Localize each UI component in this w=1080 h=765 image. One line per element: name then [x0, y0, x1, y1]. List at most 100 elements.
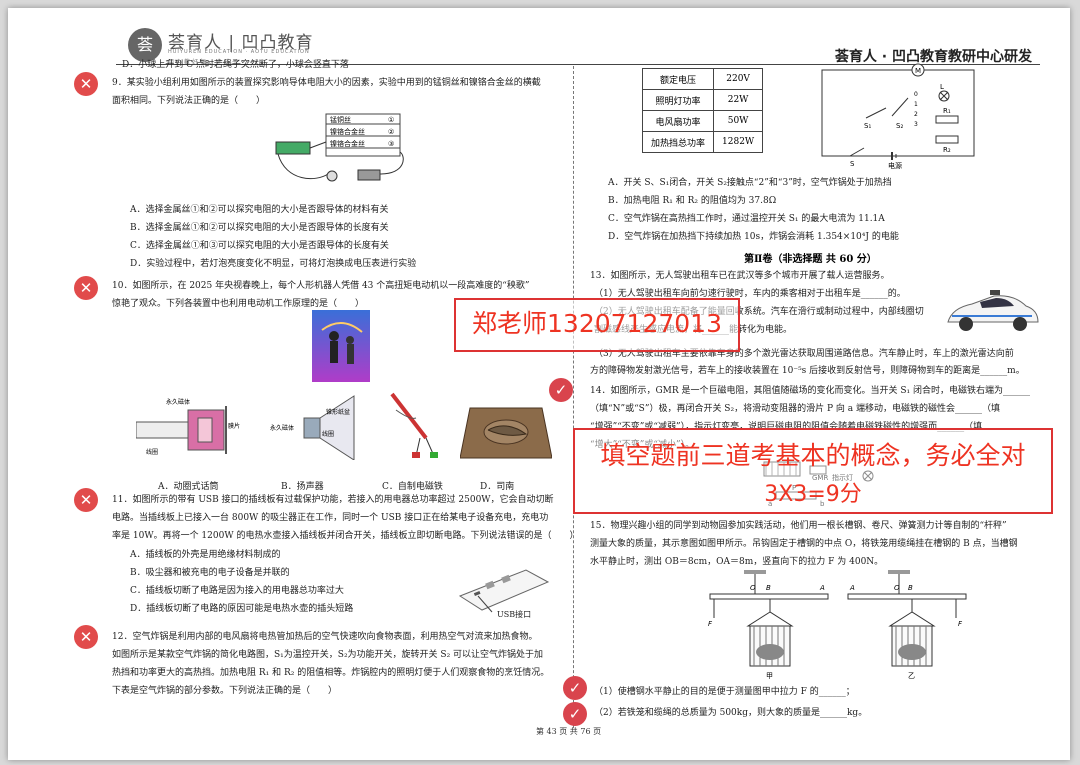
contact-label: 2 [914, 111, 918, 118]
spec-name: 照明灯功率 [641, 89, 715, 111]
q12-option-a: A．开关 S、S₁闭合，开关 S₂接触点“2”和“3”时，空气炸锅处于加热挡 [608, 178, 892, 188]
q11-text-line3: 率是 10W。再将一个 1200W 的电热水壶接入插线板并闭合开关，插线板立即切… [112, 531, 579, 541]
teacher-note-line2: 3X3=9分 [764, 482, 862, 507]
contact-label: 3 [914, 121, 918, 128]
q11-option-a: A．插线板的外壳是用绝缘材料制成的 [130, 550, 281, 560]
dynamic-microphone-figure: 永久磁体 线圈 膜片 [136, 398, 240, 456]
q12-option-c: C．空气炸锅在高热挡工作时，通过温控开关 S₁ 的最大电流为 11.1A [608, 214, 885, 224]
wrong-mark-icon: ✕ [74, 72, 98, 96]
spec-value: 220V [713, 68, 764, 90]
robotaxi-car-figure [947, 290, 1039, 331]
wrong-mark-icon: ✕ [74, 625, 98, 649]
q11-text-line2: 电路。当插线板上已接入一台 800W 的吸尘器正在工作，同时一个 USB 接口正… [112, 513, 549, 523]
switch-label: S [850, 160, 855, 168]
wire-number: ② [388, 128, 394, 136]
air-fryer-circuit-figure: M L S₁ S₂ 0 1 2 3 R₁ R₂ S 电源 [821, 63, 975, 170]
usb-power-strip-figure [458, 569, 550, 613]
wire-label: 锰铜丝 [330, 115, 351, 124]
column-divider [573, 66, 574, 728]
lever-figure-a: O B A F 甲 [708, 570, 829, 680]
teacher-note-box: 填空题前三道考基本的概念，务必全对 3X3=9分 [573, 428, 1053, 514]
wrong-mark-icon: ✕ [74, 276, 98, 300]
robot-dance-photo [312, 310, 370, 382]
q11-option-c: C．插线板切断了电路是因为接入的用电器总功率过大 [130, 586, 344, 596]
spec-name: 额定电压 [641, 68, 715, 90]
q15-part2: （2）若铁笼和缆绳的总质量为 500kg，则大象的质量是______kg。 [594, 708, 868, 718]
correct-mark-icon: ✓ [563, 702, 587, 726]
electromagnet-figure [390, 392, 438, 458]
point-label: A [819, 584, 825, 592]
wire-number: ① [388, 116, 394, 124]
q9-circuit-figure: 锰铜丝 镍铬合金丝 镍铬合金丝 ① ② ③ [275, 113, 404, 182]
usb-port-label: USB接口 [497, 610, 532, 619]
contact-label: 0 [914, 91, 918, 98]
logo-name: 荟育人 | 凹凸教育 [168, 33, 314, 53]
logo-badge-icon: 荟 [128, 28, 162, 62]
page-number: 第 43 页 共 76 页 [536, 727, 602, 736]
q10-option-c: C．自制电磁铁 [382, 482, 443, 492]
spec-value: 22W [713, 89, 764, 111]
point-label: A [849, 584, 855, 592]
q15-text-line1: 15．物理兴趣小组的同学到动物园参加实践活动，他们用一根长槽钢、卷尺、弹簧测力计… [590, 521, 1007, 531]
switch-label: S₁ [864, 122, 871, 130]
q13-part3-line1: （3）无人驾驶出租车主要依靠车身的多个激光雷达获取周围道路信息。汽车静止时，车上… [594, 349, 1014, 359]
switch-label: S₂ [896, 122, 903, 130]
q9-text-line2: 面积相同。下列说法正确的是（ ） [112, 96, 266, 106]
q12-text-line1: 12．空气炸锅是利用内部的电风扇将电热管加热后的空气快速吹向食物表面，利用热空气… [112, 632, 538, 642]
q9-option-d: D．实验过程中，若灯泡亮度变化不明显，可将灯泡换成电压表进行实验 [130, 259, 417, 269]
q10-option-d: D．司南 [480, 482, 515, 492]
logo-english: HUIYUREN EDUCATION · AOTU EDUCATION [168, 49, 310, 55]
figure-label: 锥形纸盆 [326, 408, 350, 416]
figure-caption: 甲 [766, 672, 773, 680]
exam-page: 荟 荟育人 | 凹凸教育 HUIYUREN EDUCATION · AOTU E… [8, 8, 1070, 760]
wrong-mark-icon: ✕ [74, 488, 98, 512]
figure-label: 线圈 [146, 448, 158, 456]
speaker-figure: 永久磁体 线圈 锥形纸盆 [270, 395, 355, 460]
q11-text-line1: 11．如图所示的带有 USB 接口的插线板有过载保护功能，若接入的用电器总功率超… [112, 495, 554, 505]
figure-label: 永久磁体 [270, 424, 294, 432]
spec-value: 50W [713, 110, 764, 132]
motor-symbol: M [915, 67, 921, 75]
q14-text-line3: “增强”“不变”或“减弱”），指示灯变亮，说明巨磁电阻的阻值会随着电磁铁磁性的增… [590, 422, 983, 432]
q13-part2-line1: （2）无人驾驶出租车配备了能量回收系统。汽车在滑行或制动过程中，内部线圈切 [594, 307, 924, 317]
q11-option-b: B．吸尘器和被充电的电子设备是并联的 [130, 568, 290, 578]
point-label: O [750, 584, 756, 592]
q9-text-line1: 9．某实验小组利用如图所示的装置探究影响导体电阻大小的因素，实验中用到的锰铜丝和… [112, 78, 541, 88]
q12-text-line2: 如图所示是某款空气炸锅的简化电路图，S₁为温控开关，S₂为功能开关，旋转开关 S… [112, 650, 544, 660]
brand-title: 荟育人 · 凹凸教育教研中心研发 [834, 49, 1032, 65]
section-2-heading: 第Ⅱ卷（非选择题 共 60 分） [744, 254, 877, 265]
point-label: O [894, 584, 900, 592]
q11-option-d: D．插线板切断了电路的原因可能是电热水壶的插头短路 [130, 604, 354, 614]
force-label: F [958, 620, 963, 628]
figure-label: 永久磁体 [166, 398, 190, 406]
power-source-label: 电源 [888, 161, 902, 170]
q9-option-c: C．选择金属丝①和③可以探究电阻的大小是否跟导体的长度有关 [130, 241, 389, 251]
teacher-note-line1: 填空题前三道考基本的概念，务必全对 [600, 441, 1026, 470]
rheostat-end-label: a [768, 500, 772, 508]
lamp-label: L [940, 83, 944, 91]
q12-text-line4: 下表是空气炸锅的部分参数。下列说法正确的是（ ） [112, 686, 338, 696]
q13-text-line1: 13．如图所示，无人驾驶出租车已在武汉等多个城市开展了载人运营服务。 [590, 271, 890, 281]
q12-option-d: D．空气炸锅在加热挡下持续加热 10s，炸锅会消耗 1.354×10⁴J 的电能 [608, 232, 899, 242]
q12-text-line3: 热挡和功率更大的高热挡。加热电阻 R₁ 和 R₂ 的阻值相等。炸锅腔内的照明灯便… [112, 668, 550, 678]
correct-mark-icon: ✓ [549, 378, 573, 402]
resistor-label: R₂ [943, 146, 951, 154]
teacher-contact-stamp: 郑老师13207127013 [454, 298, 740, 352]
resistor-label: R₁ [943, 107, 951, 115]
lever-figure-b: O B A F 乙 [847, 570, 967, 680]
q15-text-line3: 水平静止时，测出 OB＝8cm，OA＝8m，竖直向下的拉力 F 为 400N。 [590, 557, 884, 567]
contact-label: 1 [914, 101, 918, 108]
q10-option-b: B．扬声器 [281, 482, 324, 492]
rheostat-end-label: b [820, 500, 825, 508]
q9-option-b: B．选择金属丝①和②可以探究电阻的大小是否跟导体的长度有关 [130, 223, 389, 233]
slider-label: P [792, 484, 796, 492]
q10-option-a: A．动圈式话筒 [158, 482, 219, 492]
figure-caption: 乙 [908, 672, 915, 680]
gmr-circuit-figure: GMR 指示灯 a P b [763, 461, 874, 508]
q14-text-line2: （填“N”或“S”）极，再闭合开关 S₂，将滑动变阻器的滑片 P 向 a 端移动… [590, 404, 1000, 414]
indicator-lamp-label: 指示灯 [832, 473, 853, 482]
q10-text-line1: 10．如图所示，在 2025 年央视春晚上，每个人形机器人凭借 43 个高扭矩电… [112, 281, 530, 291]
wire-number: ③ [388, 140, 394, 148]
q10-text-line2: 惊艳了观众。下列各装置中也利用电动机工作原理的是（ ） [112, 299, 365, 309]
logo-slogan: 用心教好每一个孩子 [168, 59, 241, 66]
